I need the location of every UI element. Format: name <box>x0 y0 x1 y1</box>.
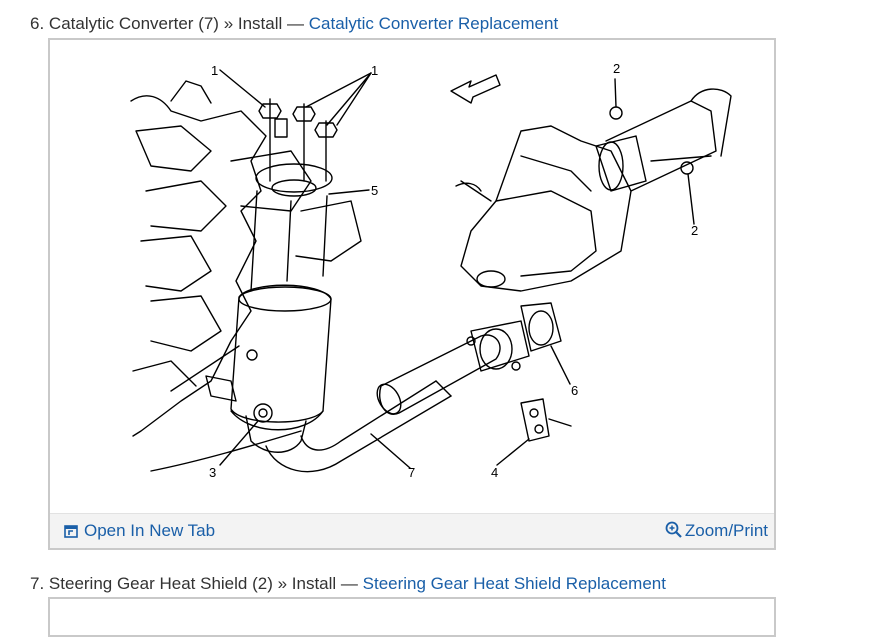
catalytic-converter-diagram: 1 1 2 2 5 6 3 7 4 <box>130 61 732 480</box>
callout-4: 4 <box>491 465 498 480</box>
callout-1-right: 1 <box>371 63 378 78</box>
open-in-new-tab-icon <box>64 523 78 543</box>
figure-toolbar: Open In New Tab Zoom/Print <box>50 513 774 548</box>
step-7-figure <box>48 597 776 637</box>
callout-5: 5 <box>371 183 378 198</box>
callout-2-bottom: 2 <box>691 223 698 238</box>
step-7-number: 7. <box>30 574 45 593</box>
step-6-figure: 1 1 2 2 5 6 3 7 4 Open In New Tab <box>48 38 776 550</box>
callout-2-top: 2 <box>613 61 620 76</box>
zoom-print-link[interactable]: Zoom/Print <box>665 521 768 543</box>
callout-6: 6 <box>571 383 578 398</box>
open-in-new-tab-link[interactable]: Open In New Tab <box>64 521 215 543</box>
step-7-text: Steering Gear Heat Shield (2) » Install … <box>48 574 358 593</box>
callout-1-left: 1 <box>211 63 218 78</box>
step-6-number: 6. <box>30 14 45 33</box>
callout-3: 3 <box>209 465 216 480</box>
step-6-text: Catalytic Converter (7) » Install — <box>48 14 305 33</box>
catalytic-converter-replacement-link[interactable]: Catalytic Converter Replacement <box>308 14 559 33</box>
step-7-heading: 7. Steering Gear Heat Shield (2) » Insta… <box>30 574 666 594</box>
open-in-new-tab-label: Open In New Tab <box>84 521 216 540</box>
zoom-print-label: Zoom/Print <box>684 521 768 540</box>
step-6-heading: 6. Catalytic Converter (7) » Install — C… <box>30 14 558 34</box>
callout-7: 7 <box>408 465 415 480</box>
steering-gear-heat-shield-replacement-link[interactable]: Steering Gear Heat Shield Replacement <box>362 574 666 593</box>
magnifier-plus-icon <box>665 521 682 543</box>
